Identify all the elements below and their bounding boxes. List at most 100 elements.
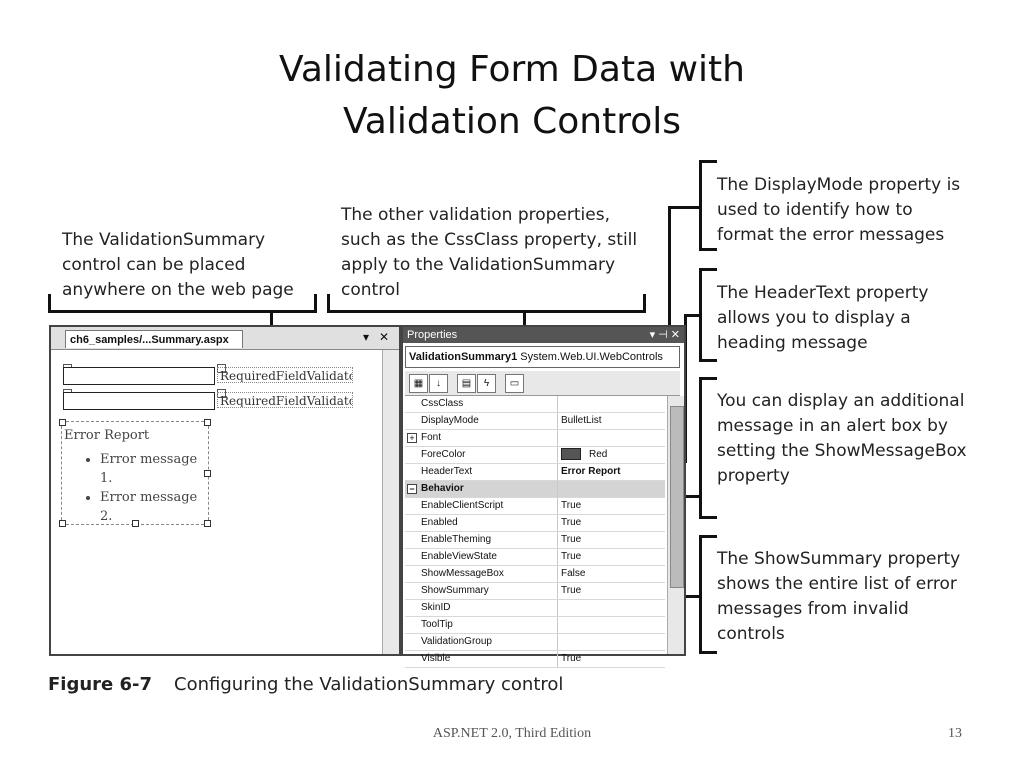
properties-icon[interactable]: ▤	[457, 374, 476, 393]
bracket-displaymode	[699, 160, 702, 250]
document-tab[interactable]: ch6_samples/...Summary.aspx	[65, 330, 243, 348]
property-row[interactable]: ToolTip	[405, 617, 665, 634]
property-value[interactable]: BulletList	[561, 413, 663, 429]
bracket-tick	[699, 248, 717, 251]
property-name: ToolTip	[421, 617, 558, 633]
events-icon[interactable]: ϟ	[477, 374, 496, 393]
resize-handle[interactable]	[204, 520, 211, 527]
object-type: System.Web.UI.WebControls	[520, 351, 663, 363]
bracket-tick	[699, 535, 717, 538]
resize-handle[interactable]	[59, 419, 66, 426]
color-swatch	[561, 448, 581, 461]
document-tab-bar: ch6_samples/...Summary.aspx ▾ ✕	[51, 327, 399, 350]
required-field-validator-1[interactable]: RequiredFieldValidator	[217, 367, 353, 383]
properties-scrollbar[interactable]	[667, 396, 684, 654]
bracket-showsummary	[699, 535, 702, 654]
bracket-right-edge	[314, 294, 317, 312]
property-value[interactable]: True	[561, 549, 663, 565]
properties-title-bar: Properties ▾ ⊣ ✕	[403, 327, 684, 343]
property-row[interactable]: ValidationGroup	[405, 634, 665, 651]
property-row[interactable]: CssClass	[405, 396, 665, 413]
callout-display-mode: The DisplayMode property is used to iden…	[717, 175, 961, 245]
bracket-tick	[699, 651, 717, 654]
summary-header: Error Report	[64, 428, 150, 443]
textbox-1[interactable]	[63, 367, 215, 385]
list-item: Error message 1.	[100, 450, 208, 488]
property-value[interactable]: Error Report	[561, 464, 663, 480]
designer-scrollbar[interactable]	[382, 350, 399, 654]
property-name: CssClass	[421, 396, 558, 412]
bracket-bottom	[327, 310, 646, 313]
property-value[interactable]: Red	[561, 447, 663, 463]
alphabetical-icon[interactable]: ↓	[429, 374, 448, 393]
property-value-text: True	[561, 500, 582, 511]
property-name: EnableTheming	[421, 532, 558, 548]
property-row[interactable]: + Font	[405, 430, 665, 447]
bracket-left-edge	[327, 294, 330, 312]
textbox-2[interactable]	[63, 392, 215, 410]
property-name: ShowSummary	[421, 583, 558, 599]
close-icon[interactable]: ✕	[379, 330, 390, 344]
bracket-tick	[699, 359, 717, 362]
resize-handle[interactable]	[204, 419, 211, 426]
property-value[interactable]: True	[561, 498, 663, 514]
property-name: DisplayMode	[421, 413, 558, 429]
figure-caption: Figure 6-7 Configuring the ValidationSumm…	[48, 674, 563, 695]
expand-icon[interactable]: +	[407, 433, 417, 443]
property-category[interactable]: −Behavior	[405, 481, 665, 498]
bracket-showmessagebox	[699, 377, 702, 519]
collapse-icon[interactable]: −	[407, 484, 417, 494]
slide-title: Validating Form Data with Validation Con…	[0, 44, 1024, 148]
property-name: ShowMessageBox	[421, 566, 558, 582]
property-name: Visible	[421, 651, 558, 667]
property-value-text: Error Report	[561, 466, 621, 477]
title-line-2: Validation Controls	[342, 101, 682, 142]
property-value[interactable]: False	[561, 566, 663, 582]
categorized-icon[interactable]: ▦	[409, 374, 428, 393]
bracket-tick	[699, 516, 717, 519]
window-controls-icon[interactable]: ▾ ⊣ ✕	[649, 329, 680, 341]
property-value[interactable]: True	[561, 515, 663, 531]
bracket-right-edge	[643, 294, 646, 312]
properties-toolbar: ▦ ↓ ▤ ϟ ▭	[405, 371, 680, 396]
resize-handle[interactable]	[59, 520, 66, 527]
property-row[interactable]: SkinID	[405, 600, 665, 617]
property-value[interactable]: True	[561, 532, 663, 548]
property-value-text: True	[561, 517, 582, 528]
property-name: EnableViewState	[421, 549, 558, 565]
property-pages-icon[interactable]: ▭	[505, 374, 524, 393]
object-selector[interactable]: ValidationSummary1 System.Web.UI.WebCont…	[405, 346, 680, 368]
validation-summary-control[interactable]: Error Report Error message 1. Error mess…	[59, 419, 211, 527]
required-field-validator-2[interactable]: RequiredFieldValidator	[217, 392, 353, 408]
scrollbar-thumb[interactable]	[670, 406, 684, 588]
property-value[interactable]: True	[561, 651, 663, 667]
property-value-text: False	[561, 568, 586, 579]
resize-handle[interactable]	[204, 470, 211, 477]
caption-label: Figure 6-7	[48, 674, 153, 695]
property-value-text: BulletList	[561, 415, 602, 426]
tab-dropdown-icon[interactable]: ▾	[363, 330, 370, 344]
object-name: ValidationSummary1	[409, 351, 518, 363]
connector-displaymode-v	[668, 206, 671, 417]
page-number: 13	[948, 726, 962, 741]
resize-handle[interactable]	[132, 520, 139, 527]
property-value[interactable]: True	[561, 583, 663, 599]
caption-text: Configuring the ValidationSummary contro…	[174, 674, 564, 695]
property-name: Behavior	[421, 481, 558, 497]
properties-title: Properties	[407, 329, 458, 341]
connector-headertext-h	[684, 314, 702, 317]
property-name: Font	[421, 430, 558, 446]
properties-window: Properties ▾ ⊣ ✕ ValidationSummary1 Syst…	[401, 325, 686, 668]
property-value-text: True	[561, 585, 582, 596]
property-value-text: Red	[589, 449, 608, 460]
